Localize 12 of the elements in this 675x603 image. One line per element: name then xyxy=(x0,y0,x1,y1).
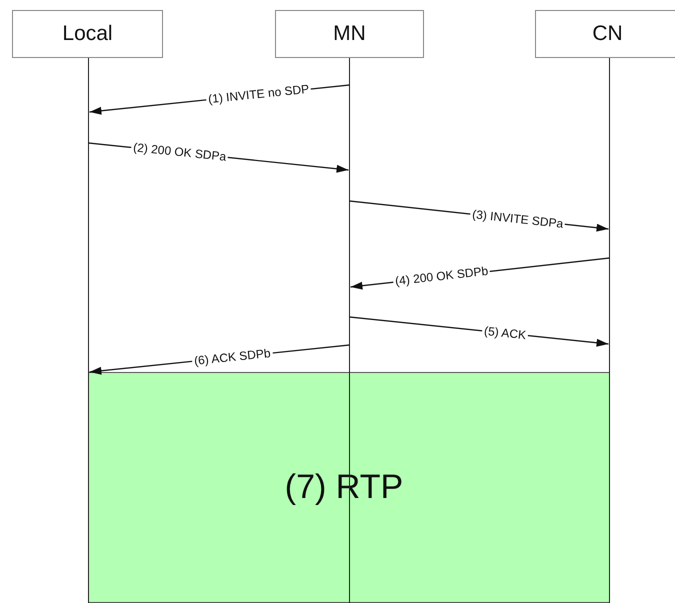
lifeline xyxy=(609,58,610,603)
lifeline-box: MN xyxy=(275,10,424,58)
edge-label: (5) ACK xyxy=(481,324,528,342)
edge-label: (4) 200 OK SDPb xyxy=(392,264,490,289)
lifeline-box: Local xyxy=(12,10,163,58)
lifeline-box: CN xyxy=(535,10,675,58)
lifeline xyxy=(88,58,89,603)
edge-label: (1) INVITE no SDP xyxy=(206,82,312,106)
edge-label: (6) ACK SDPb xyxy=(192,346,274,368)
edge-label: (3) INVITE SDPa xyxy=(470,208,566,231)
edge-label: (2) 200 OK SDPa xyxy=(130,140,229,164)
lifeline xyxy=(349,58,350,603)
